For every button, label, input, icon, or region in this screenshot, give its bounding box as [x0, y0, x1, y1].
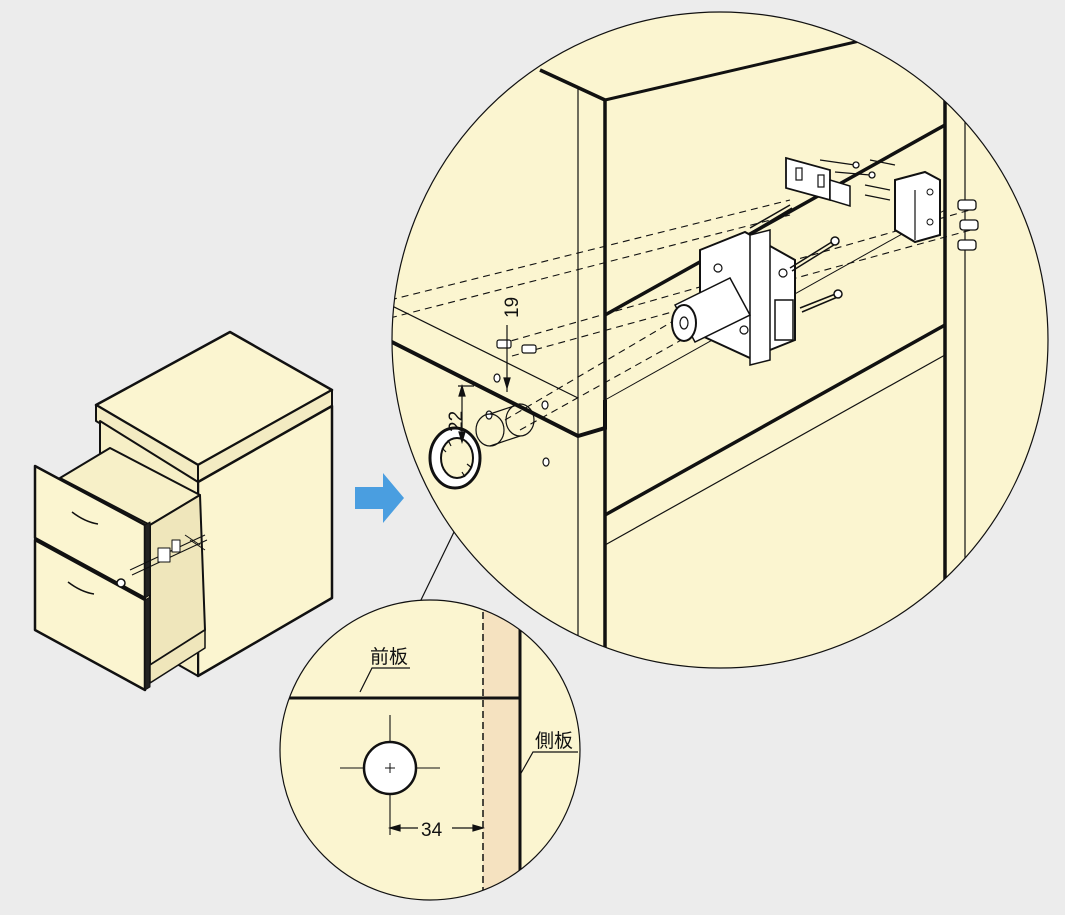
screw: [749, 204, 793, 233]
lock-body: [671, 229, 796, 366]
front-panel-label: 前板: [370, 646, 408, 668]
dimension-22: [458, 383, 474, 445]
dimension-19: [503, 325, 511, 392]
strike-plate: [785, 156, 851, 208]
small-lock-cylinder: [116, 578, 126, 588]
dimension-19-label: 19: [502, 297, 523, 318]
lock-escutcheon-ring: [428, 426, 482, 490]
dimension-22-label: 22: [446, 411, 467, 432]
dimension-34-label: 34: [421, 820, 443, 841]
screw: [799, 289, 843, 313]
side-panel-label: 側板: [535, 730, 573, 752]
hole-position-detail-view: 34 前板 側板: [279, 599, 581, 901]
arrow-right-icon: [355, 473, 404, 523]
screw: [789, 236, 840, 272]
dowel-pins: [957, 199, 979, 251]
lock-detail-view: 19 22: [391, 11, 1049, 669]
cabinet-illustration: [33, 330, 334, 692]
lock-bracket: [894, 170, 941, 244]
